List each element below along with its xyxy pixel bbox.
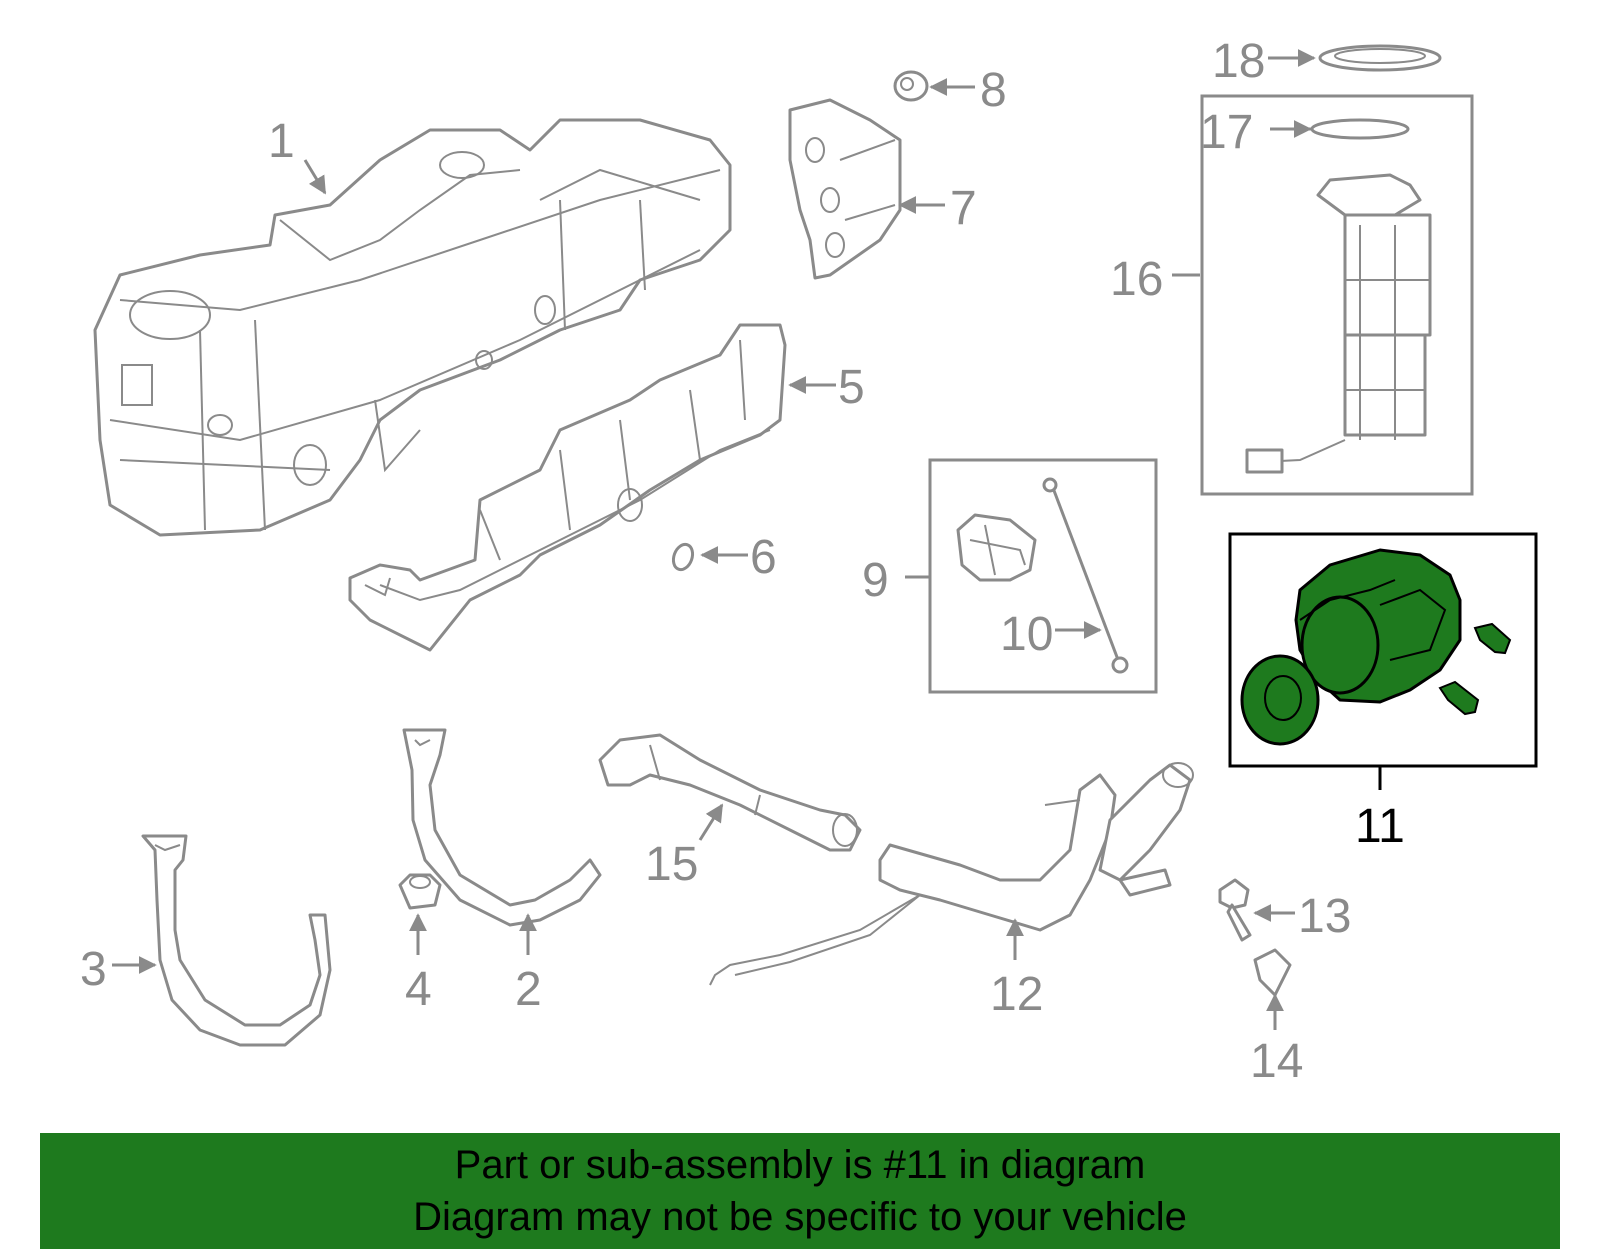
clip-part[interactable] [1253, 948, 1292, 997]
fuel-door-group-box [1228, 532, 1538, 768]
filler-tube-part[interactable] [709, 762, 1194, 986]
callout-17: 17 [1200, 106, 1253, 159]
lock-ring-part[interactable] [1318, 44, 1442, 72]
fuel-door-seal-part[interactable] [1240, 654, 1320, 746]
fuel-pump-group-box [1200, 94, 1474, 496]
fuel-pump-module-part[interactable] [1245, 173, 1432, 474]
o-ring-part[interactable] [670, 542, 696, 573]
callout-13: 13 [1298, 890, 1351, 943]
tank-strap-part-2[interactable] [141, 834, 332, 1047]
callout-18: 18 [1212, 35, 1265, 88]
fuel-door-housing-part[interactable] [1294, 548, 1462, 704]
callout-9: 9 [862, 554, 889, 607]
parts-diagram: 1 5 6 7 8 [80, 35, 1538, 1088]
filler-grommet-part[interactable] [956, 513, 1037, 582]
nut-part[interactable] [398, 873, 442, 910]
callout-7: 7 [950, 182, 977, 235]
banner-line-1: Part or sub-assembly is #11 in diagram [454, 1143, 1146, 1187]
tank-strap-part[interactable] [402, 728, 602, 927]
info-banner: Part or sub-assembly is #11 in diagram D… [40, 1133, 1560, 1249]
grommet-part[interactable] [893, 70, 929, 102]
callout-2: 2 [515, 963, 542, 1016]
callout-14: 14 [1250, 1035, 1303, 1088]
fuel-door-clip-part[interactable] [1438, 622, 1512, 716]
callout-5: 5 [838, 361, 865, 414]
bolt-part[interactable] [1218, 878, 1252, 942]
callout-4: 4 [405, 963, 432, 1016]
callout-6: 6 [750, 531, 777, 584]
seal-ring-part[interactable] [1310, 118, 1410, 140]
callout-10: 10 [1000, 608, 1053, 661]
bracket-part[interactable] [788, 98, 902, 280]
callout-12: 12 [990, 968, 1043, 1021]
callout-1: 1 [268, 115, 295, 168]
callout-3: 3 [80, 943, 107, 996]
fuel-tank-part[interactable] [93, 118, 732, 537]
callout-16: 16 [1110, 253, 1163, 306]
vent-hose-part[interactable] [598, 733, 862, 852]
callout-15: 15 [645, 838, 698, 891]
tether-part[interactable] [1042, 477, 1129, 674]
banner-line-2: Diagram may not be specific to your vehi… [413, 1195, 1187, 1239]
callout-8: 8 [980, 64, 1007, 117]
tank-shield-part[interactable] [348, 323, 787, 652]
callout-11: 11 [1355, 800, 1405, 853]
